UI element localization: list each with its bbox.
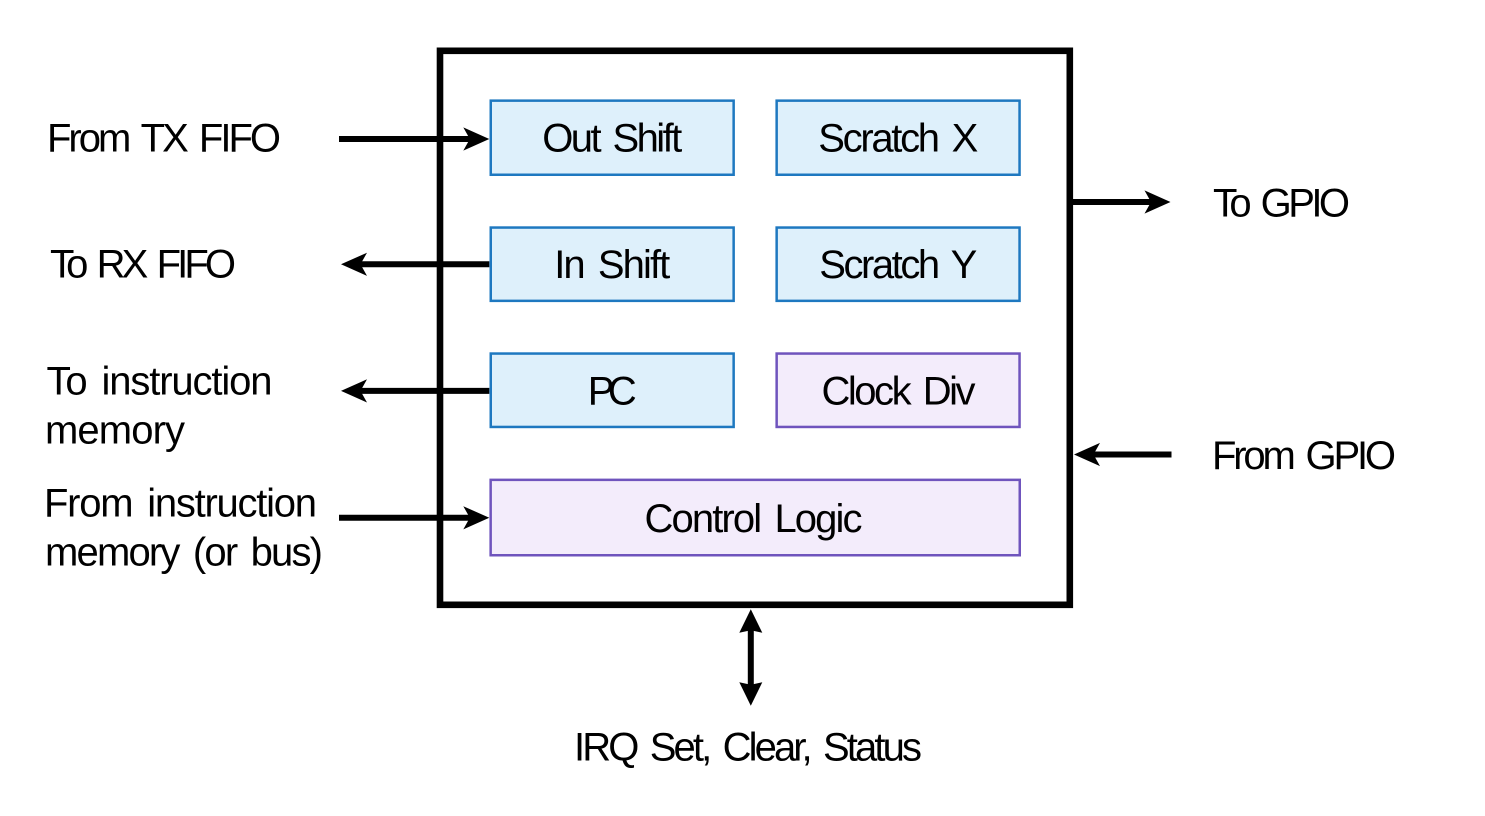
svg-text:Scratch X: Scratch X	[818, 117, 978, 161]
svg-text:Clock Div: Clock Div	[822, 370, 976, 414]
svg-text:To GPIO: To GPIO	[1213, 181, 1350, 225]
svg-text:memory (or bus): memory (or bus)	[45, 530, 323, 574]
svg-text:From GPIO: From GPIO	[1212, 434, 1396, 478]
svg-text:Out Shift: Out Shift	[542, 117, 682, 161]
svg-text:IRQ Set, Clear, Status: IRQ Set, Clear, Status	[574, 726, 922, 770]
svg-text:To instruction: To instruction	[47, 360, 273, 404]
svg-text:memory: memory	[45, 409, 185, 453]
svg-text:From TX FIFO: From TX FIFO	[47, 117, 281, 161]
svg-text:To RX FIFO: To RX FIFO	[50, 242, 236, 286]
svg-text:From instruction: From instruction	[44, 481, 317, 525]
svg-text:Control Logic: Control Logic	[645, 497, 863, 541]
svg-text:In Shift: In Shift	[554, 243, 670, 287]
svg-text:Scratch Y: Scratch Y	[819, 243, 977, 287]
svg-text:PC: PC	[588, 369, 637, 413]
